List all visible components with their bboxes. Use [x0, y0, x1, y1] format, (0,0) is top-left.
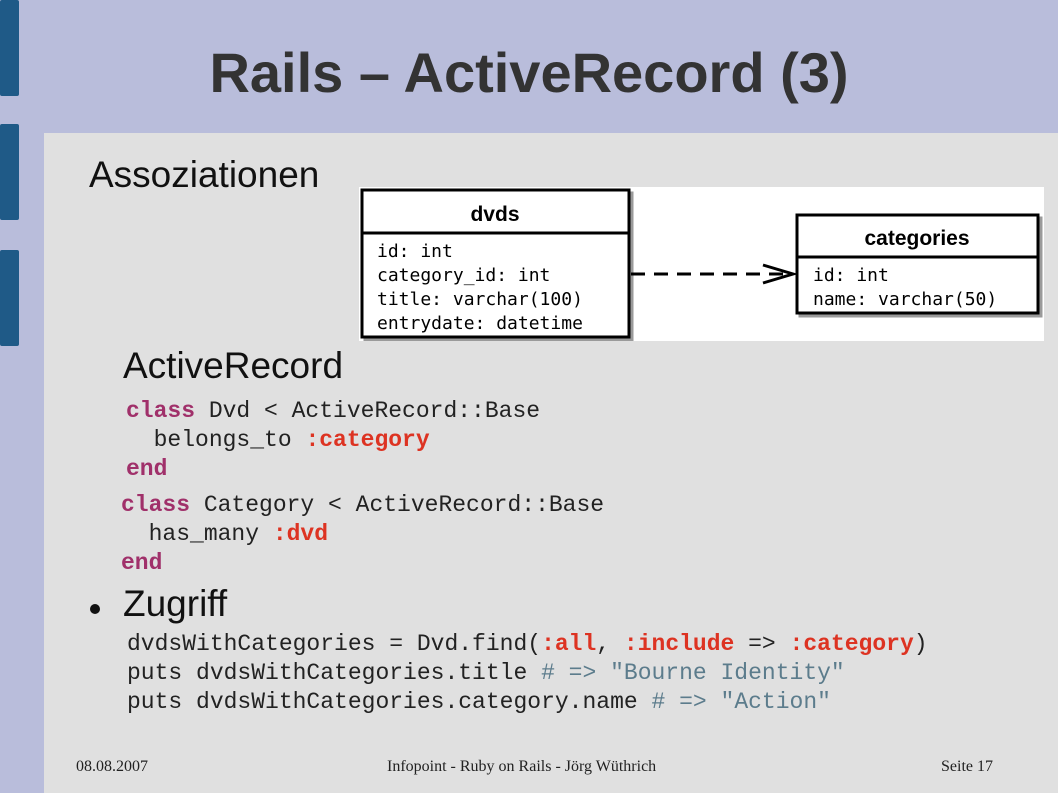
left-accent-bar-3 — [0, 250, 19, 346]
code-text: puts dvdsWithCategories.category.name — [127, 689, 652, 715]
symbol: :all — [541, 631, 597, 657]
symbol: :category — [789, 631, 914, 657]
categories-field-1: id: int — [813, 265, 889, 286]
code-block-access: dvdsWithCategories = Dvd.find(:all, :inc… — [127, 630, 928, 717]
dvds-table-name: dvds — [470, 203, 519, 226]
symbol: :category — [305, 427, 430, 453]
code-comment: # => "Bourne Identity" — [541, 660, 845, 686]
keyword: end — [126, 456, 168, 482]
symbol: :include — [623, 631, 735, 657]
left-accent-bar-2 — [0, 124, 19, 220]
code-line: dvdsWithCategories = Dvd.find(:all, :inc… — [127, 630, 928, 659]
code-text: , — [596, 631, 624, 657]
keyword: class — [121, 492, 191, 518]
code-text: ) — [913, 631, 928, 657]
heading-access: Zugriff — [123, 583, 228, 624]
dvds-field-3: title: varchar(100) — [377, 289, 583, 310]
code-text: => — [734, 631, 790, 657]
keyword: end — [121, 550, 163, 576]
heading-activerecord: ActiveRecord — [123, 345, 344, 386]
code-text: has_many — [121, 521, 273, 547]
code-line: class Category < ActiveRecord::Base — [121, 491, 604, 520]
dvds-table — [360, 188, 631, 339]
footer-page-number: Seite 17 — [941, 758, 993, 775]
code-block-category: class Category < ActiveRecord::Base has_… — [121, 491, 604, 578]
slide-title: Rails – ActiveRecord (3) — [209, 41, 849, 104]
code-line: class Dvd < ActiveRecord::Base — [126, 397, 540, 426]
code-text: dvdsWithCategories = Dvd.find( — [127, 631, 542, 657]
relation-arrowhead — [762, 263, 799, 285]
code-line: puts dvdsWithCategories.category.name # … — [127, 688, 928, 717]
footer-date: 08.08.2007 — [76, 758, 148, 775]
symbol: :dvd — [272, 521, 329, 547]
code-text: Category < ActiveRecord::Base — [190, 492, 605, 518]
code-text: belongs_to — [126, 427, 306, 453]
left-accent-bar-1 — [0, 0, 19, 96]
dvds-field-2: category_id: int — [377, 265, 550, 286]
keyword: class — [126, 398, 196, 424]
footer-center-text: Infopoint - Ruby on Rails - Jörg Wüthric… — [387, 758, 657, 775]
er-diagram: dvds id: int category_id: int title: var… — [359, 187, 1044, 341]
dvds-field-4: entrydate: datetime — [377, 313, 583, 334]
er-diagram-svg: dvds id: int category_id: int title: var… — [360, 188, 1040, 339]
bullet-dot — [90, 604, 100, 614]
categories-table-name: categories — [864, 227, 969, 250]
categories-field-2: name: varchar(50) — [813, 289, 997, 310]
code-block-dvd: class Dvd < ActiveRecord::Base belongs_t… — [126, 397, 540, 484]
code-text: puts dvdsWithCategories.title — [127, 660, 542, 686]
code-line: end — [121, 549, 604, 578]
code-text: Dvd < ActiveRecord::Base — [195, 398, 541, 424]
heading-associations: Assoziationen — [89, 154, 320, 195]
code-line: end — [126, 455, 540, 484]
code-line: has_many :dvd — [121, 520, 604, 549]
code-comment: # => "Action" — [651, 689, 831, 715]
dvds-field-1: id: int — [377, 241, 453, 262]
code-line: puts dvdsWithCategories.title # => "Bour… — [127, 659, 928, 688]
code-line: belongs_to :category — [126, 426, 540, 455]
categories-table — [795, 213, 1040, 315]
